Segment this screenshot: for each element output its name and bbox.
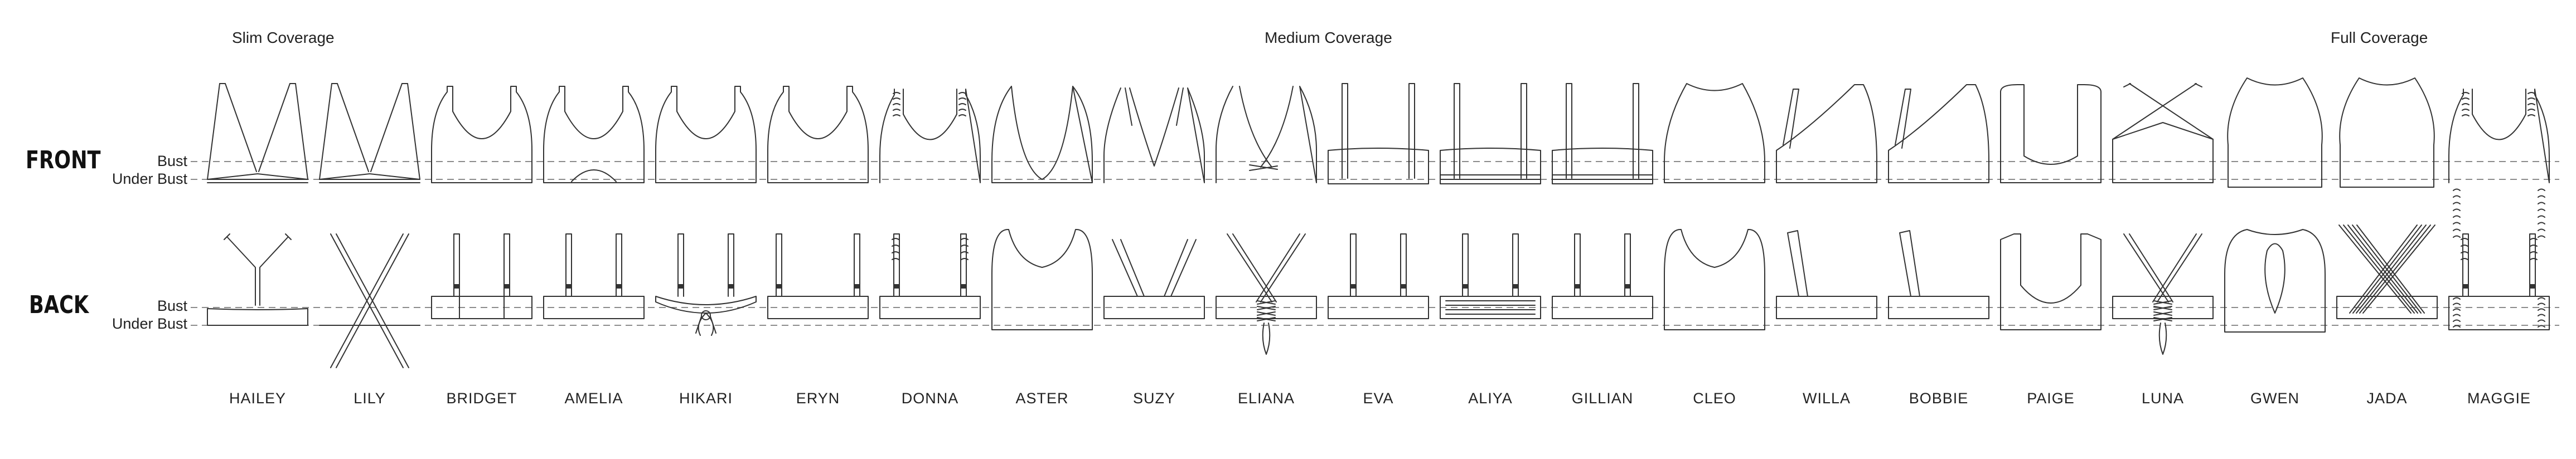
coverage-label-medium: Medium Coverage <box>1265 29 1392 46</box>
front-jada-sketch <box>2339 77 2435 188</box>
style-name-eva: EVA <box>1363 390 1394 407</box>
front-bobbie-sketch <box>1888 84 1989 183</box>
style-name-suzy: SUZY <box>1132 390 1175 407</box>
row-label-front: FRONT <box>26 146 101 174</box>
style-name-gillian: GILLIAN <box>1571 390 1634 407</box>
front-hikari-sketch <box>655 86 757 183</box>
back-paige-sketch <box>2000 233 2102 330</box>
back-bust-label: Bust <box>157 297 187 314</box>
front-eva-sketch <box>1328 83 1429 184</box>
style-name-luna: LUNA <box>2141 390 2185 407</box>
back-suzy-sketch <box>1103 239 1205 319</box>
front-under-bust-label: Under Bust <box>112 170 187 187</box>
front-eryn-sketch <box>767 86 869 183</box>
front-hailey-sketch <box>207 83 308 183</box>
back-bridget-sketch <box>431 233 532 319</box>
back-cleo-sketch <box>1664 228 1765 330</box>
style-name-bobbie: BOBBIE <box>1909 390 1969 407</box>
style-name-paige: PAIGE <box>2027 390 2075 407</box>
front-eliana-sketch <box>1216 86 1317 183</box>
style-name-aster: ASTER <box>1015 390 1069 407</box>
style-name-hikari: HIKARI <box>679 390 733 407</box>
coverage-label-full: Full Coverage <box>2331 29 2428 46</box>
back-eva-sketch <box>1328 233 1429 319</box>
back-gwen-sketch <box>2224 229 2326 333</box>
back-gillian-sketch <box>1552 233 1653 319</box>
front-gillian-sketch <box>1552 83 1653 184</box>
coverage-label-slim: Slim Coverage <box>232 29 335 46</box>
back-jada-sketch <box>2336 224 2438 319</box>
front-suzy-sketch <box>1103 87 1205 183</box>
row-label-back: BACK <box>29 291 89 319</box>
back-eliana-sketch <box>1216 233 1317 355</box>
style-name-hailey: HAILEY <box>229 390 287 407</box>
back-bobbie-sketch <box>1888 230 1989 319</box>
front-bust-label: Bust <box>157 153 187 169</box>
style-name-lily: LILY <box>354 390 386 407</box>
front-paige-sketch <box>2000 84 2102 183</box>
back-hikari-sketch <box>655 233 757 336</box>
style-name-maggie: MAGGIE <box>2467 390 2531 407</box>
back-willa-sketch <box>1776 230 1877 319</box>
style-name-amelia: AMELIA <box>564 390 623 407</box>
back-eryn-sketch <box>767 233 869 319</box>
style-name-cleo: CLEO <box>1693 390 1736 407</box>
back-maggie-sketch <box>2448 233 2550 330</box>
front-aster-sketch <box>991 86 1093 183</box>
front-aliya-sketch <box>1440 83 1541 184</box>
style-name-donna: DONNA <box>901 390 959 407</box>
front-luna-sketch <box>2112 83 2214 183</box>
back-aster-sketch <box>991 228 1093 330</box>
front-bridget-sketch <box>431 86 532 183</box>
front-lily-sketch <box>319 83 420 183</box>
back-aliya-sketch <box>1440 233 1541 319</box>
style-name-willa: WILLA <box>1802 390 1851 407</box>
style-name-eryn: ERYN <box>796 390 840 407</box>
front-maggie-sketch <box>2448 89 2550 238</box>
style-name-jada: JADA <box>2366 390 2408 407</box>
front-donna-sketch <box>879 89 981 183</box>
front-willa-sketch <box>1776 84 1877 183</box>
front-gwen-sketch <box>2227 77 2323 188</box>
back-donna-sketch <box>879 233 981 319</box>
back-luna-sketch <box>2112 233 2214 355</box>
back-under-bust-label: Under Bust <box>112 315 187 332</box>
back-hailey-sketch <box>207 233 308 326</box>
style-name-aliya: ALIYA <box>1468 390 1513 407</box>
style-name-gwen: GWEN <box>2250 390 2299 407</box>
front-amelia-sketch <box>543 86 645 183</box>
front-cleo-sketch <box>1664 83 1765 183</box>
back-lily-sketch <box>319 233 420 368</box>
back-amelia-sketch <box>543 233 645 319</box>
style-name-bridget: BRIDGET <box>446 390 517 407</box>
style-name-eliana: ELIANA <box>1237 390 1295 407</box>
